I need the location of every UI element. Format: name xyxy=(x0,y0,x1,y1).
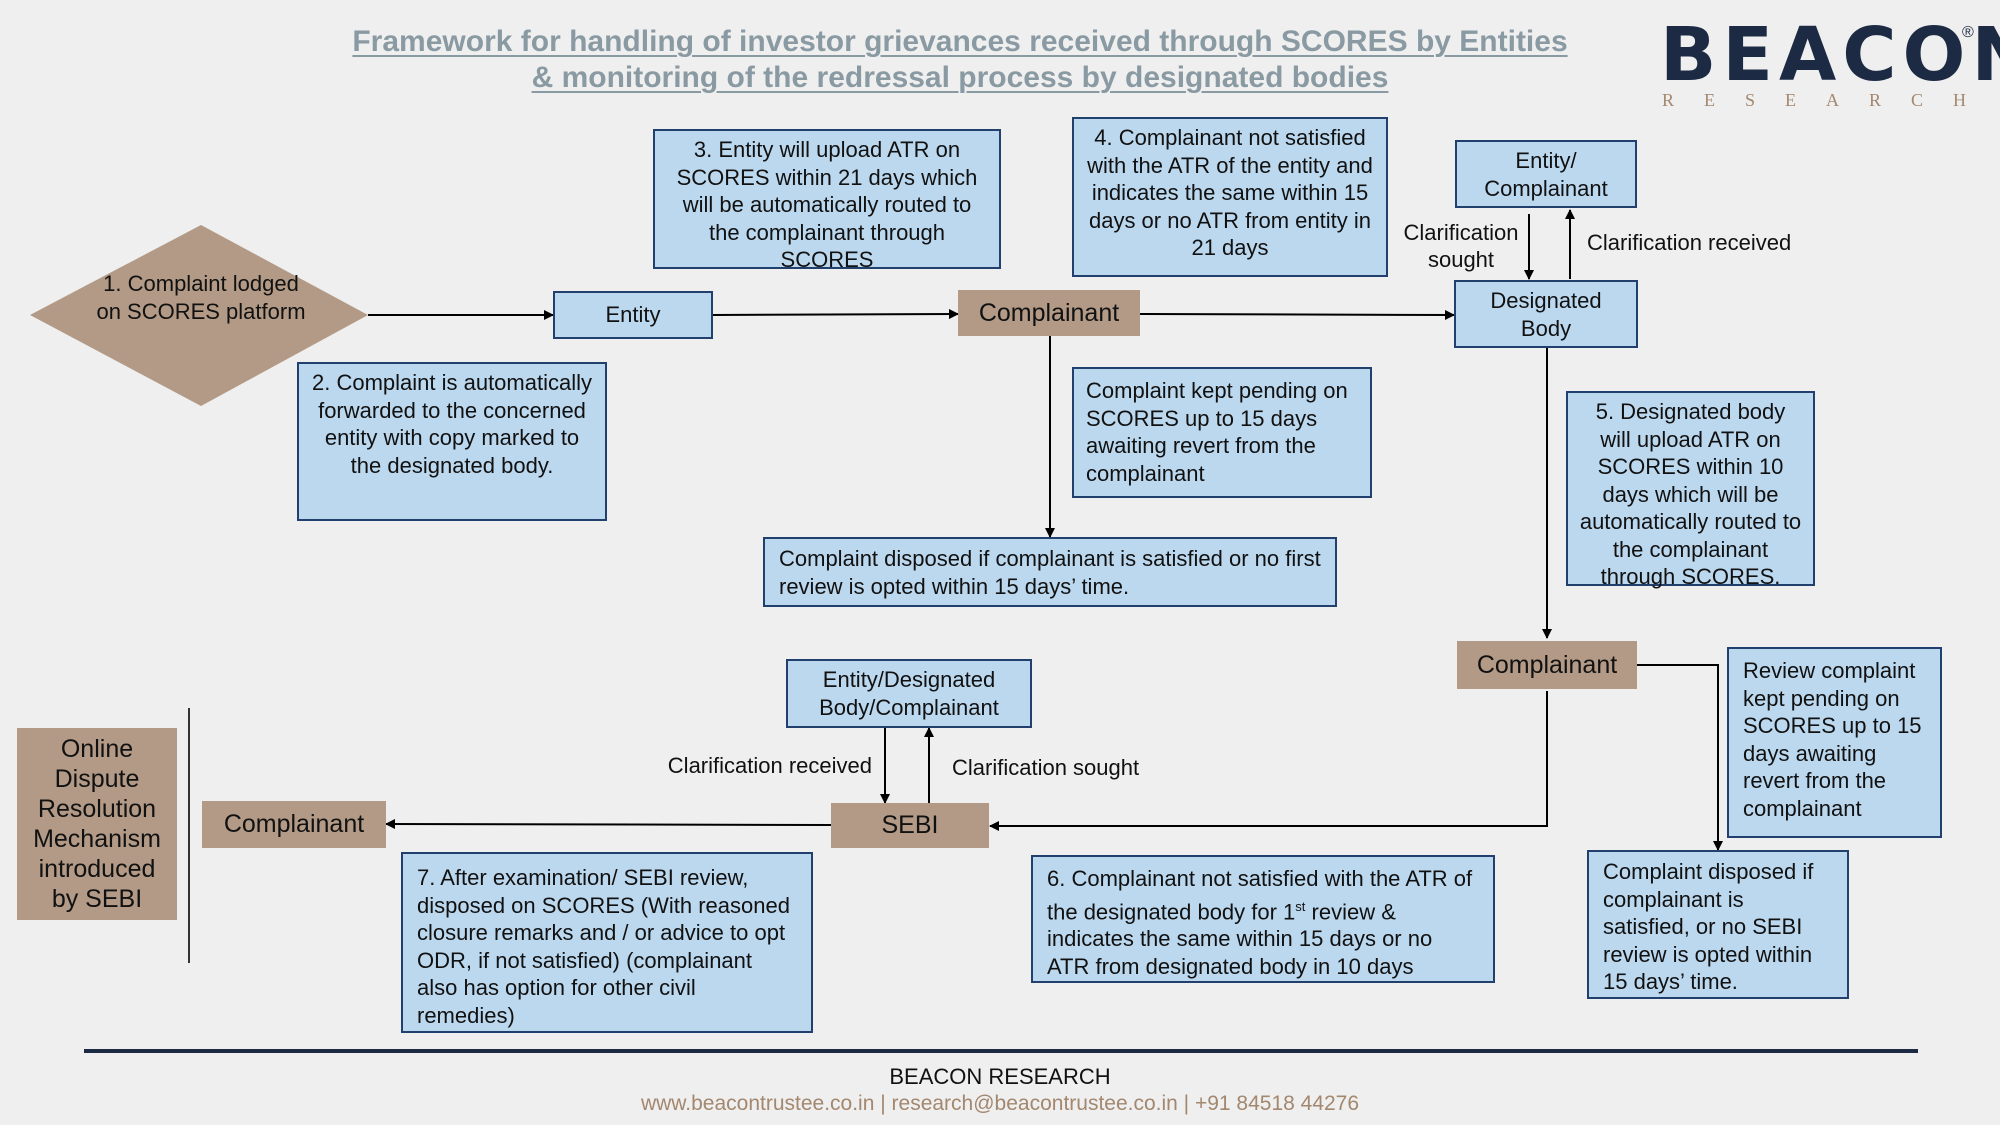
disposed-note-2: Complaint disposed if complainant is sat… xyxy=(1587,850,1849,999)
complainant-node-3: Complainant xyxy=(202,801,386,848)
clarification-sought-label-top: Clarification sought xyxy=(1403,220,1519,272)
review-pending-note: Review complaint kept pending on SCORES … xyxy=(1727,647,1942,838)
step-6-text-a: 6. Complainant not satisfied with the AT… xyxy=(1047,866,1473,924)
step-7-note: 7. After examination/ SEBI review, dispo… xyxy=(401,852,813,1033)
complainant-node-2: Complainant xyxy=(1457,641,1637,689)
footer-divider xyxy=(84,1049,1918,1053)
registered-mark: ® xyxy=(1962,24,1974,41)
clarification-received-label-bottom: Clarification received xyxy=(667,753,872,778)
complaint-lodged-node: 1. Complaint lodged on SCORES platform xyxy=(96,271,306,324)
odr-mechanism-box: Online Dispute Resolution Mechanism intr… xyxy=(17,728,177,920)
disposed-note-1: Complaint disposed if complainant is sat… xyxy=(763,537,1337,607)
sebi-node: SEBI xyxy=(831,803,989,848)
step-6-superscript: st xyxy=(1295,898,1306,914)
title-line-2: & monitoring of the redressal process by… xyxy=(531,61,1389,94)
page-title: Framework for handling of investor griev… xyxy=(300,24,1620,96)
beacon-logo-subtitle: RESEARCH xyxy=(1662,90,1997,110)
footer-company-name: BEACON RESEARCH xyxy=(889,1064,1111,1089)
complainant-node-1: Complainant xyxy=(958,290,1140,336)
pending-15-days-note: Complaint kept pending on SCORES up to 1… xyxy=(1072,367,1372,498)
arrow-complainant-to-designated-body xyxy=(1139,309,1455,320)
designated-body-node: Designated Body xyxy=(1454,280,1638,348)
entity-node: Entity xyxy=(553,291,713,339)
arrow-sebi-to-complainant xyxy=(385,819,832,830)
clarification-sought-label-bottom: Clarification sought xyxy=(952,755,1140,780)
clarification-received-label-top: Clarification received xyxy=(1587,230,1792,255)
step-5-note: 5. Designated body will upload ATR on SC… xyxy=(1566,391,1815,589)
arrow-entity-to-complainant xyxy=(712,309,959,320)
step-3-note: 3. Entity will upload ATR on SCORES with… xyxy=(653,129,1001,272)
footer-contact: www.beacontrustee.co.in | research@beaco… xyxy=(640,1092,1360,1115)
beacon-logo: BEACON xyxy=(1660,12,2000,98)
step-6-note: 6. Complainant not satisfied with the AT… xyxy=(1031,855,1495,983)
arrow-complainant-to-review-disposed xyxy=(1637,664,1723,851)
arrow-complainant-to-sebi xyxy=(989,691,1548,831)
step-6-text-b: review & indicates the same within 15 da… xyxy=(1047,898,1433,979)
entity-complainant-node: Entity/ Complainant xyxy=(1455,140,1637,208)
title-line-1: Framework for handling of investor griev… xyxy=(352,25,1568,58)
complaint-diamond-shape xyxy=(30,225,368,406)
entity-designated-complainant-node: Entity/Designated Body/Complainant xyxy=(786,659,1032,728)
step-4-note: 4. Complainant not satisfied with the AT… xyxy=(1072,117,1388,277)
step-2-note: 2. Complaint is automatically forwarded … xyxy=(297,362,607,521)
